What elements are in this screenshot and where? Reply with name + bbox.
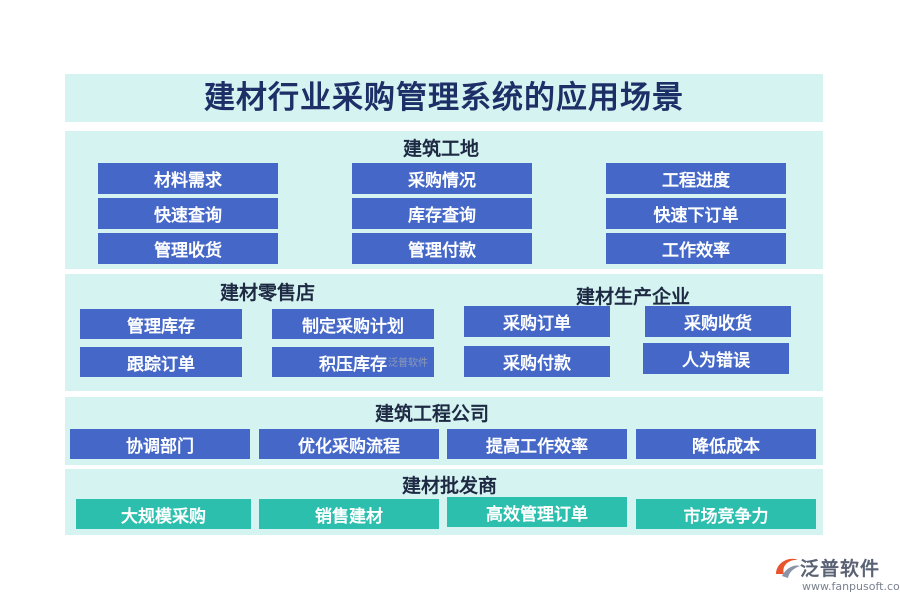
page-title: 建材行业采购管理系统的应用场景 (204, 80, 684, 116)
box-purchase-order: 采购订单 (464, 306, 610, 337)
brand-logo: 泛普软件 www.fanpusoft.com (772, 552, 900, 598)
box-quick-query: 快速查询 (98, 198, 278, 229)
box-manage-payment: 管理付款 (352, 233, 532, 264)
logo-name: 泛普软件 (800, 558, 881, 580)
section-heading-producer: 建材生产企业 (576, 286, 691, 308)
section-heading-retail-store: 建材零售店 (220, 282, 316, 304)
section-heading-construction-company: 建筑工程公司 (375, 403, 490, 425)
box-purchase-receiving: 采购收货 (645, 306, 791, 337)
section-heading-wholesaler: 建材批发商 (402, 475, 498, 497)
box-optimize-process: 优化采购流程 (259, 429, 439, 459)
box-manage-receiving: 管理收货 (98, 233, 278, 264)
box-manage-inventory: 管理库存 (80, 309, 242, 339)
box-coordinate-departments: 协调部门 (70, 429, 250, 459)
title-band: 建材行业采购管理系统的应用场景 (65, 74, 823, 122)
box-make-purchase-plan: 制定采购计划 (272, 309, 434, 339)
box-material-demand: 材料需求 (98, 163, 278, 194)
box-market-competitiveness: 市场竞争力 (636, 499, 816, 529)
box-inventory-query: 库存查询 (352, 198, 532, 229)
box-quick-order: 快速下订单 (606, 198, 786, 229)
box-efficient-order-management: 高效管理订单 (447, 497, 627, 527)
logo-url: www.fanpusoft.com (802, 580, 900, 593)
box-purchase-status: 采购情况 (352, 163, 532, 194)
box-sell-materials: 销售建材 (259, 499, 439, 529)
logo-swirl-icon (776, 558, 800, 578)
box-work-efficiency: 工作效率 (606, 233, 786, 264)
box-improve-efficiency: 提高工作效率 (447, 429, 627, 459)
box-bulk-purchase: 大规模采购 (76, 499, 251, 529)
box-project-progress: 工程进度 (606, 163, 786, 194)
section-heading-construction-site: 建筑工地 (403, 138, 480, 160)
box-track-orders: 跟踪订单 (80, 347, 242, 377)
watermark-text: 泛普软件 (388, 358, 428, 369)
box-human-error: 人为错误 (643, 343, 789, 374)
box-purchase-payment: 采购付款 (464, 346, 610, 377)
box-reduce-cost: 降低成本 (636, 429, 816, 459)
box-overstock: 积压库存 (272, 347, 434, 377)
